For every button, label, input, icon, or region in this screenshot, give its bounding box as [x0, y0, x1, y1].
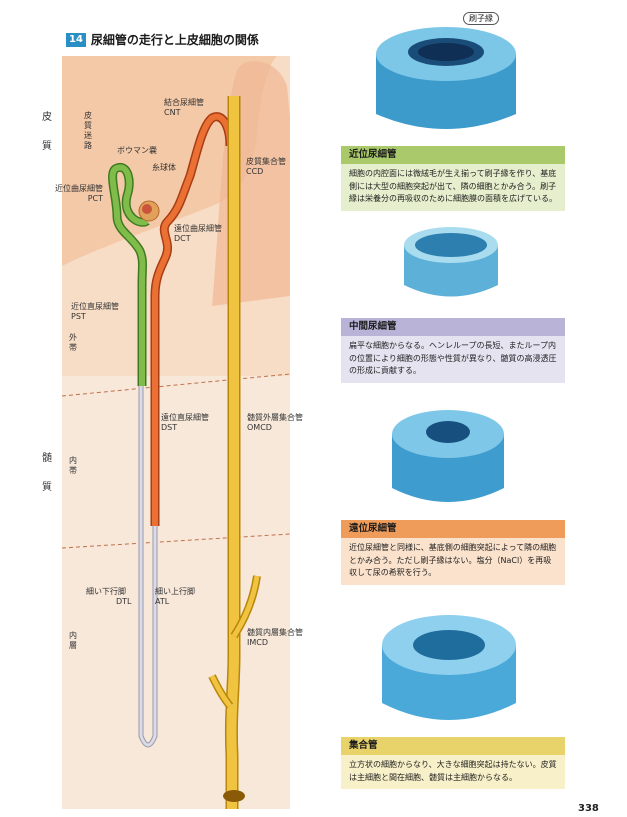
dct-label: 遠位曲尿細管 DCT	[174, 224, 222, 244]
inner-zone-label: 内帯	[69, 456, 77, 475]
nephron-illustration	[62, 56, 290, 809]
proximal-tubule-title: 近位尿細管	[341, 146, 565, 164]
dct-ja: 遠位曲尿細管	[174, 224, 222, 233]
cortex-char-2: 質	[42, 141, 52, 152]
nephron-diagram	[62, 56, 290, 809]
dst-abbr: DST	[161, 423, 178, 432]
omcd-ja: 髄質外層集合管	[247, 413, 303, 422]
page-number: 338	[578, 803, 599, 814]
pct-abbr: PCT	[87, 194, 103, 203]
section-heading: 尿細管の走行と上皮細胞の関係	[90, 33, 259, 47]
collecting-duct-illustration	[382, 615, 516, 720]
dtl-label: 細い下行脚 DTL	[86, 587, 132, 607]
cortical-labyrinth-label: 皮質迷路	[84, 111, 92, 150]
section-title: 14 尿細管の走行と上皮細胞の関係	[66, 31, 259, 48]
pct-ja: 近位曲尿細管	[55, 184, 103, 193]
pct-label: 近位曲尿細管 PCT	[49, 184, 103, 204]
collecting-duct-text: 立方状の細胞からなり、大きな細胞突起は持たない。皮質は主細胞と間在細胞、髄質は主…	[341, 755, 565, 790]
medulla-char-2: 質	[42, 482, 52, 493]
dtl-abbr: DTL	[116, 597, 132, 606]
dtl-ja: 細い下行脚	[86, 587, 126, 596]
outer-zone-label: 外帯	[69, 333, 77, 352]
glomerulus-label: 糸球体	[152, 163, 176, 172]
cortex-char-1: 皮	[42, 112, 52, 123]
section-number: 14	[66, 32, 86, 47]
inner-layer-label: 内層	[69, 631, 77, 650]
collecting-duct-title: 集合管	[341, 737, 565, 755]
cnt-label: 結合尿細管 CNT	[164, 98, 204, 118]
ccd-ja: 皮質集合管	[246, 157, 286, 166]
distal-tubule-title: 遠位尿細管	[341, 520, 565, 538]
imcd-label: 髄質内層集合管 IMCD	[247, 628, 303, 648]
omcd-abbr: OMCD	[247, 423, 272, 432]
proximal-tubule-text: 細胞の内腔面には微絨毛が生え揃って刷子縁を作り、基底側には大型の細胞突起が出て、…	[341, 164, 565, 211]
collecting-duct-panel: 集合管 立方状の細胞からなり、大きな細胞突起は持たない。皮質は主細胞と間在細胞、…	[341, 737, 565, 790]
pst-label: 近位直尿細管 PST	[71, 302, 119, 322]
atl-ja: 細い上行脚	[155, 587, 195, 596]
dst-label: 遠位直尿細管 DST	[161, 413, 209, 433]
intermediate-tubule-panel: 中間尿細管 扁平な細胞からなる。ヘンレループの長短、またループ内の位置により細胞…	[341, 318, 565, 383]
imcd-abbr: IMCD	[247, 638, 269, 647]
cnt-abbr: CNT	[164, 108, 181, 117]
ccd-label: 皮質集合管 CCD	[246, 157, 286, 177]
omcd-label: 髄質外層集合管 OMCD	[247, 413, 303, 433]
dst-ja: 遠位直尿細管	[161, 413, 209, 422]
atl-label: 細い上行脚 ATL	[155, 587, 195, 607]
ccd-abbr: CCD	[246, 167, 264, 176]
dct-abbr: DCT	[174, 234, 191, 243]
intermediate-tubule-text: 扁平な細胞からなる。ヘンレループの長短、またループ内の位置により細胞の形態や性質…	[341, 336, 565, 383]
atl-abbr: ATL	[155, 597, 170, 606]
medulla-char-1: 髄	[42, 453, 52, 464]
brush-border-label: 刷子縁	[463, 12, 499, 25]
proximal-tubule-panel: 近位尿細管 細胞の内腔面には微絨毛が生え揃って刷子縁を作り、基底側には大型の細胞…	[341, 146, 565, 211]
distal-tubule-illustration	[392, 410, 504, 502]
intermediate-tubule-title: 中間尿細管	[341, 318, 565, 336]
bowman-label: ボウマン嚢	[117, 146, 157, 155]
distal-tubule-panel: 遠位尿細管 近位尿細管と同様に、基底側の細胞突起によって隣の細胞とかみ合う。ただ…	[341, 520, 565, 585]
distal-tubule-text: 近位尿細管と同様に、基底側の細胞突起によって隣の細胞とかみ合う。ただし刷子縁はな…	[341, 538, 565, 585]
intermediate-tubule-illustration	[404, 227, 498, 297]
pst-ja: 近位直尿細管	[71, 302, 119, 311]
cnt-ja: 結合尿細管	[164, 98, 204, 107]
pst-abbr: PST	[71, 312, 86, 321]
proximal-tubule-illustration	[376, 27, 516, 129]
imcd-ja: 髄質内層集合管	[247, 628, 303, 637]
